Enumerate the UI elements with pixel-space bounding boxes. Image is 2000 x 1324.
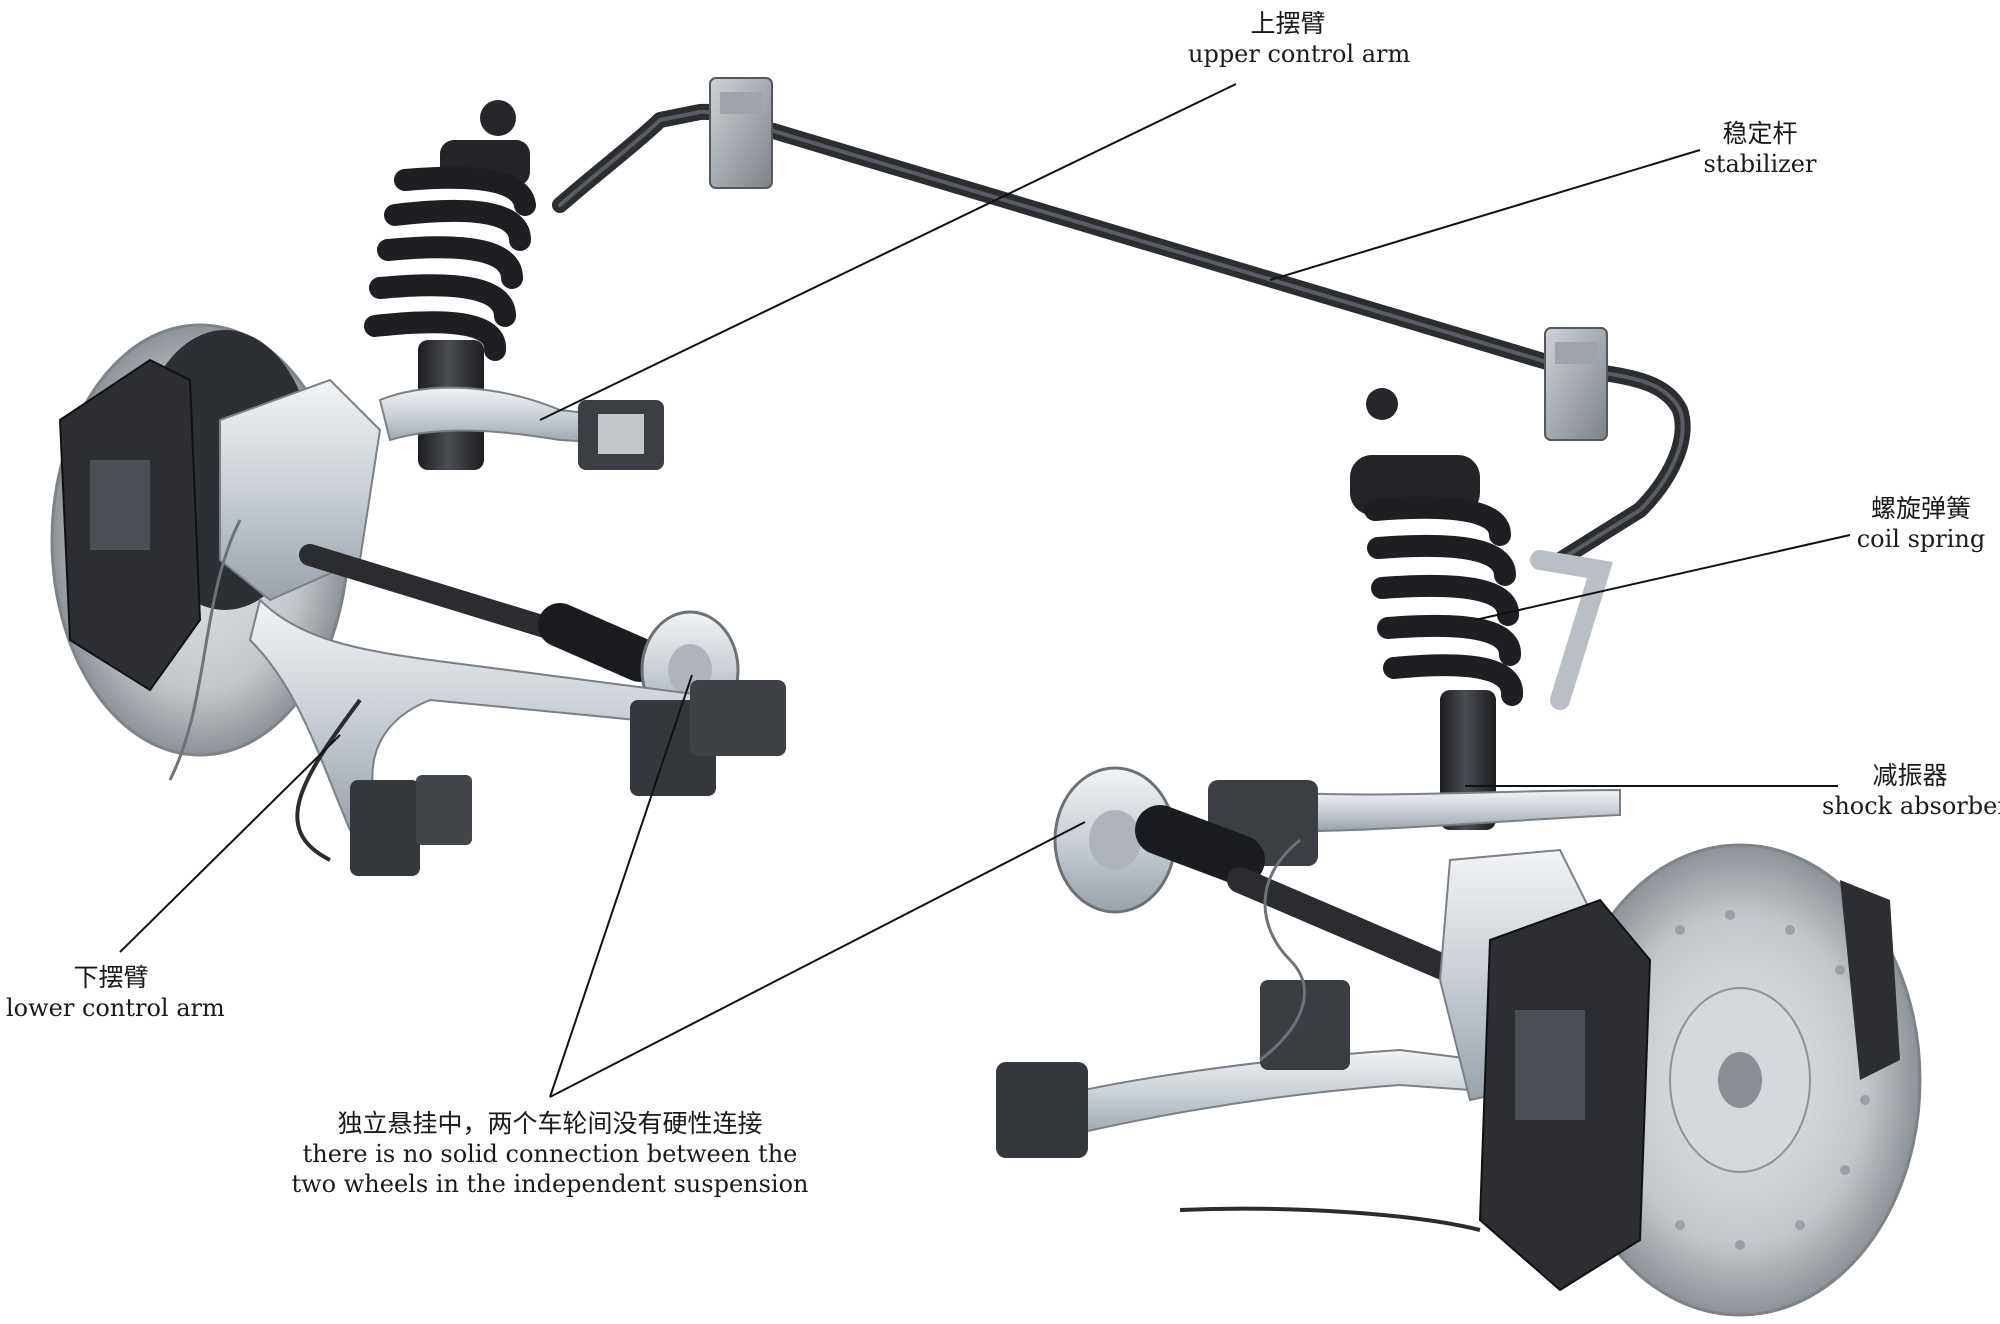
label-shock-absorber-zh: 减振器 (1872, 761, 1948, 790)
right-brake-line (1259, 838, 1306, 1062)
left-lower-control-arm (248, 598, 741, 832)
leader-stabilizer (1269, 149, 1701, 281)
leader-upper-control-arm (539, 83, 1237, 421)
right-wheel-assembly (996, 388, 1922, 1317)
label-independent-note: 独立悬挂中，两个车轮间没有硬性连接 there is no solid conn… (290, 1108, 810, 1199)
right-upper-control-arm (1259, 788, 1621, 832)
right-lower-arm-bracket (996, 1062, 1088, 1158)
left-brake-line (168, 519, 242, 781)
label-upper-control-arm-en: upper control arm (1188, 40, 1411, 69)
label-shock-absorber: 减振器 shock absorber (1822, 760, 2000, 821)
label-note-zh: 独立悬挂中，两个车轮间没有硬性连接 (337, 1109, 763, 1138)
label-shock-absorber-en: shock absorber (1822, 792, 2000, 821)
left-lower-arm-bracket-rear (350, 780, 420, 876)
right-coil-spring (1364, 496, 1523, 706)
label-coil-spring-en: coil spring (1856, 525, 1986, 554)
label-lower-control-arm: 下摆臂 lower control arm (6, 962, 225, 1023)
right-lower-control-arm (1038, 1048, 1482, 1142)
label-lower-control-arm-zh: 下摆臂 (73, 963, 149, 992)
label-coil-spring: 螺旋弹簧 coil spring (1846, 493, 1996, 554)
right-shock-absorber (1350, 388, 1496, 830)
stabilizer-bar (552, 77, 1691, 568)
left-coil-spring (364, 166, 536, 361)
stabilizer-clamp-left (709, 77, 773, 189)
label-stabilizer-en: stabilizer (1703, 150, 1817, 179)
label-stabilizer: 稳定杆 stabilizer (1680, 118, 1840, 179)
left-wheel-assembly (50, 100, 786, 876)
label-upper-control-arm-zh: 上摆臂 (1250, 9, 1326, 38)
label-note-en-line1: there is no solid connection between the (302, 1140, 798, 1169)
stabilizer-clamp-right (1544, 327, 1608, 441)
label-coil-spring-zh: 螺旋弹簧 (1870, 494, 1971, 523)
leader-note-left (549, 674, 693, 1098)
leader-note-right (549, 821, 1086, 1098)
leader-coil-spring (1474, 534, 1851, 621)
leader-lower-control-arm (119, 734, 341, 953)
right-drop-link (1530, 550, 1613, 710)
label-lower-control-arm-en: lower control arm (6, 994, 225, 1023)
label-upper-control-arm: 上摆臂 upper control arm (1188, 8, 1411, 69)
label-stabilizer-zh: 稳定杆 (1722, 119, 1798, 148)
leader-lines (119, 83, 1851, 1098)
label-note-en-line2: two wheels in the independent suspension (291, 1170, 809, 1199)
